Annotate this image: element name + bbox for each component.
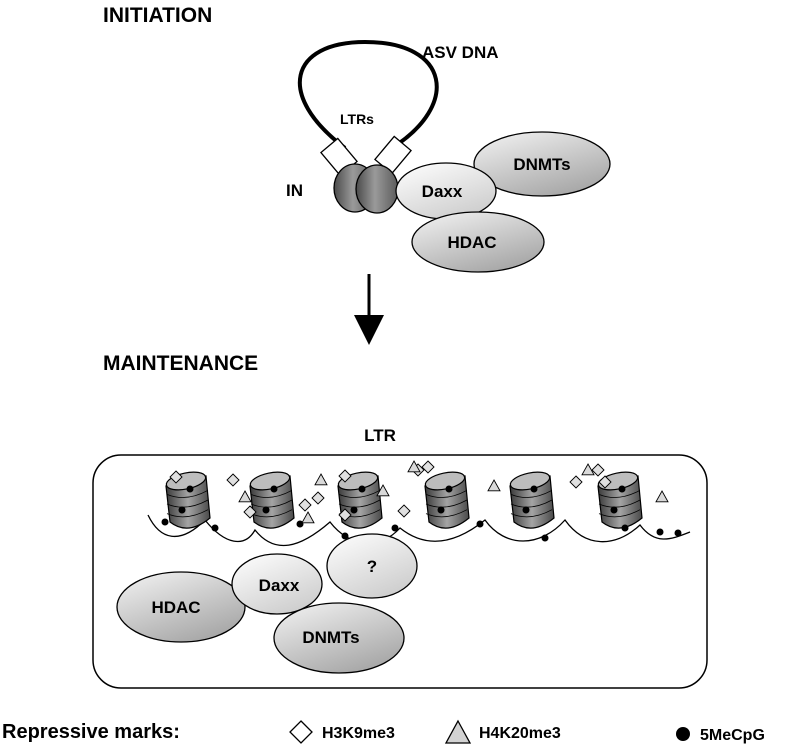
legend-label-5mecpg: 5MeCpG	[700, 727, 765, 744]
unknown-factor-label: ?	[367, 557, 377, 576]
ltr-label: LTR	[364, 426, 396, 445]
h4k20me3-triangle	[581, 463, 595, 476]
nucleosome-wrap-line	[598, 499, 641, 508]
nucleosome-wrap-line	[425, 509, 468, 518]
h3k9me3-diamond	[598, 475, 612, 489]
mcpg-dot	[618, 485, 626, 493]
mcpg-dot	[341, 532, 349, 540]
mcpg-dot	[270, 485, 278, 493]
h4k20me3-triangle	[238, 490, 252, 503]
nucleosome-array	[165, 471, 643, 529]
hdac-oval-initiation	[411, 211, 545, 273]
mcpg-dot	[391, 524, 399, 532]
mcpg-dot	[621, 524, 629, 532]
mcpg-dot	[186, 485, 194, 493]
mcpg-dot	[296, 520, 304, 528]
unknown-factor-oval	[326, 533, 418, 599]
mcpg-dot	[674, 529, 682, 537]
h4k20me3-triangle	[314, 473, 328, 486]
hdac-label-maintenance: HDAC	[151, 598, 200, 617]
ltrs-label: LTRs	[340, 111, 374, 127]
mcpg-dot	[522, 506, 530, 514]
nucleosome-wrap-line	[598, 509, 641, 518]
nucleosome-wrap-line	[166, 509, 209, 518]
repressive-marks-layer	[161, 460, 682, 542]
h3k9me3-diamond	[338, 508, 352, 522]
initiation-heading: INITIATION	[103, 4, 212, 27]
asv-dna-loop	[297, 39, 439, 150]
mcpg-dot	[350, 506, 358, 514]
nucleosome-wrap-line	[250, 489, 293, 498]
nucleosome	[249, 471, 295, 529]
mcpg-dot	[262, 506, 270, 514]
h4k20me3-triangle	[487, 479, 501, 492]
dna-strand	[147, 514, 691, 547]
nucleosome-wrap-line	[598, 489, 641, 498]
nucleosome-wrap-line	[510, 509, 553, 518]
h3k9me3-diamond	[226, 473, 240, 487]
mcpg-dot	[445, 485, 453, 493]
nucleosome-wrap-line	[510, 499, 553, 508]
mcpg-dot	[358, 485, 366, 493]
dnmts-label-maintenance: DNMTs	[302, 628, 359, 647]
nucleosome-wrap-line	[250, 499, 293, 508]
legend-heading: Repressive marks:	[2, 721, 180, 743]
filled-circle-icon	[676, 727, 690, 741]
mcpg-dot	[161, 518, 169, 526]
daxx-label-initiation: Daxx	[422, 182, 463, 201]
daxx-oval-maintenance	[231, 553, 323, 615]
hdac-label-initiation: HDAC	[447, 233, 496, 252]
h3k9me3-diamond	[569, 475, 583, 489]
h3k9me3-diamond	[298, 498, 312, 512]
legend-label-h4k20me3: H4K20me3	[479, 725, 561, 742]
h3k9me3-diamond	[338, 469, 352, 483]
h3k9me3-diamond	[397, 504, 411, 518]
nucleosome-wrap-line	[425, 489, 468, 498]
nucleosome-wrap-line	[166, 489, 209, 498]
dnmts-oval-maintenance	[273, 602, 405, 674]
nucleosome-wrap-line	[425, 499, 468, 508]
nucleosome-wrap-line	[250, 509, 293, 518]
mcpg-dot	[211, 524, 219, 532]
nucleosome	[509, 471, 555, 529]
daxx-label-maintenance: Daxx	[259, 576, 300, 595]
h4k20me3-triangle	[655, 490, 669, 503]
h4k20me3-triangle	[376, 484, 390, 497]
h4k20me3-triangle	[301, 511, 315, 524]
mcpg-dot	[178, 506, 186, 514]
h3k9me3-diamond	[169, 470, 183, 484]
h4k20me3-triangle	[407, 460, 421, 473]
diamond-icon	[289, 720, 313, 744]
mcpg-dot	[530, 485, 538, 493]
legend-label-h3k9me3: H3K9me3	[322, 725, 395, 742]
maintenance-heading: MAINTENANCE	[103, 352, 258, 375]
nucleosome-wrap-line	[338, 499, 381, 508]
h3k9me3-diamond	[421, 460, 435, 474]
dnmts-oval-initiation	[473, 131, 611, 197]
triangle-icon	[444, 719, 472, 744]
mcpg-dot	[437, 506, 445, 514]
mcpg-dot	[656, 528, 664, 536]
dnmts-label-initiation: DNMTs	[513, 155, 570, 174]
hdac-oval-maintenance	[116, 571, 246, 643]
h3k9me3-diamond	[311, 491, 325, 505]
nucleosome-wrap-line	[510, 489, 553, 498]
h3k9me3-diamond	[243, 505, 257, 519]
in-label: IN	[286, 181, 303, 200]
integrase-sphere-right	[355, 164, 399, 214]
mcpg-dot	[541, 534, 549, 542]
nucleosome-wrap-line	[338, 489, 381, 498]
mcpg-dot	[476, 520, 484, 528]
asv-dna-label: ASV DNA	[422, 43, 499, 62]
nucleosome	[424, 471, 470, 529]
h3k9me3-diamond	[591, 463, 605, 477]
nucleosome-wrap-line	[166, 499, 209, 508]
mcpg-dot	[610, 506, 618, 514]
